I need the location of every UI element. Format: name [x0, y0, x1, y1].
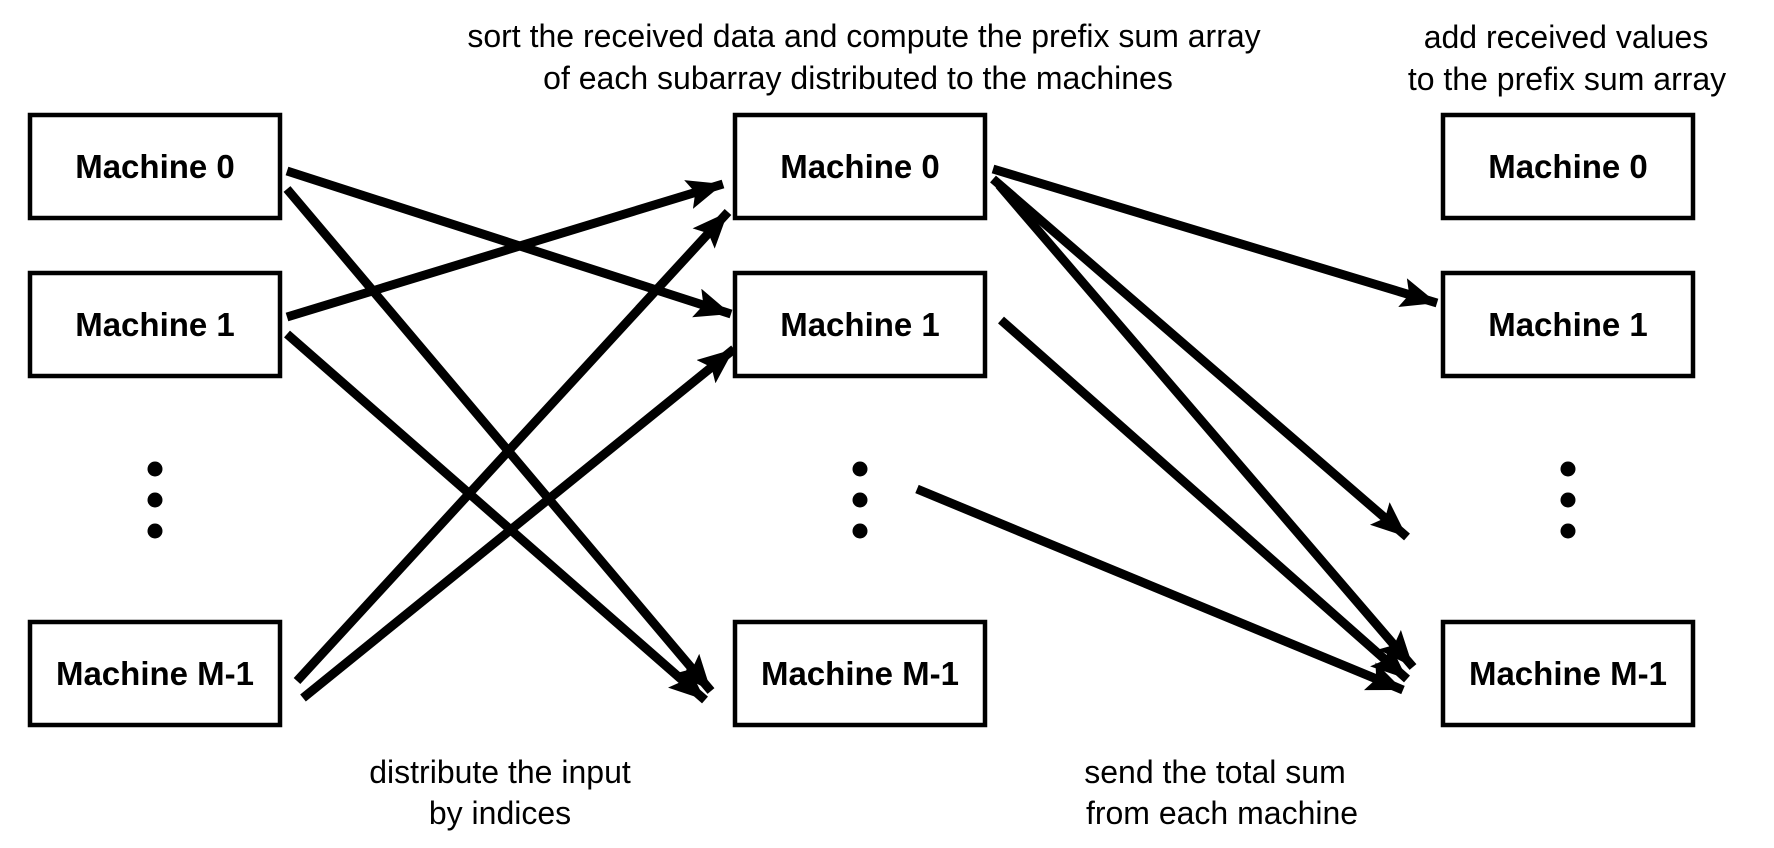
- machine-box-label: Machine M-1: [761, 655, 959, 692]
- ellipsis-dot: [852, 492, 868, 508]
- machine-box-label: Machine 1: [1488, 306, 1648, 343]
- ellipsis-dot: [852, 523, 868, 539]
- arrow-mid-m0-to-right-m1: [991, 164, 1439, 308]
- machine-box: [27, 619, 283, 728]
- arrow-mid-m0-to-right-mlast: [995, 182, 1417, 670]
- ellipsis-dot: [1560, 492, 1576, 508]
- vertical-ellipsis-icon: [1560, 461, 1576, 539]
- result-machines-column: Machine 0 Machine 1 Machine M-1: [1440, 112, 1696, 728]
- arrow-left-m1-to-mid-mlast: [284, 330, 708, 704]
- machine-box-label: Machine 0: [1488, 148, 1648, 185]
- machine-box-label: Machine M-1: [1469, 655, 1667, 692]
- arrow-left-m0-to-mid-mlast: [283, 186, 715, 694]
- ellipsis-dot: [1560, 523, 1576, 539]
- machine-box-label: Machine 0: [75, 148, 235, 185]
- send-sum-arrows: [915, 164, 1439, 695]
- machine-box: [27, 112, 283, 221]
- caption-send-sum-line1: send the total sum: [1084, 754, 1345, 790]
- caption-sort-step: sort the received data and compute the p…: [467, 18, 1260, 96]
- caption-sort-line2: of each subarray distributed to the mach…: [543, 60, 1173, 96]
- ellipsis-dot: [852, 461, 868, 477]
- machine-box-label: Machine M-1: [56, 655, 254, 692]
- input-machines-column: Machine 0 Machine 1 Machine M-1: [27, 112, 283, 728]
- machine-box: [1440, 619, 1696, 728]
- machine-box: [1440, 112, 1696, 221]
- caption-add-line2: to the prefix sum array: [1408, 61, 1726, 97]
- caption-send-sum-line2: from each machine: [1086, 795, 1358, 831]
- ellipsis-dot: [147, 523, 163, 539]
- ellipsis-dot: [147, 492, 163, 508]
- ellipsis-dot: [1560, 461, 1576, 477]
- machine-box: [1440, 270, 1696, 379]
- caption-add-step: add received values to the prefix sum ar…: [1408, 19, 1726, 97]
- distribute-arrows: [283, 166, 737, 704]
- arrow-left-mlast-to-mid-m0: [293, 208, 732, 685]
- caption-add-line1: add received values: [1424, 19, 1709, 55]
- arrow-mid-m1-to-right-mlast: [998, 316, 1410, 683]
- sorting-machines-column: Machine 0 Machine 1 Machine M-1: [732, 112, 988, 728]
- arrow-mid-m0-to-right-ellipsis: [990, 175, 1410, 541]
- caption-distribute-line1: distribute the input: [369, 754, 631, 790]
- caption-sort-line1: sort the received data and compute the p…: [467, 18, 1260, 54]
- machine-box-label: Machine 1: [780, 306, 940, 343]
- vertical-ellipsis-icon: [147, 461, 163, 539]
- caption-distribute-line2: by indices: [429, 795, 571, 831]
- machine-box: [732, 619, 988, 728]
- machine-box: [732, 112, 988, 221]
- caption-send-sum-step: send the total sum from each machine: [1084, 754, 1358, 831]
- machine-box: [732, 270, 988, 379]
- vertical-ellipsis-icon: [852, 461, 868, 539]
- arrow-mid-ellipsis-to-right-mlast: [915, 484, 1405, 695]
- ellipsis-dot: [147, 461, 163, 477]
- machine-box: [27, 270, 283, 379]
- machine-box-label: Machine 0: [780, 148, 940, 185]
- caption-distribute-step: distribute the input by indices: [369, 754, 631, 831]
- machine-box-label: Machine 1: [75, 306, 235, 343]
- arrow-left-mlast-to-mid-m1: [300, 345, 737, 702]
- arrow-left-m1-to-mid-m0: [285, 179, 725, 322]
